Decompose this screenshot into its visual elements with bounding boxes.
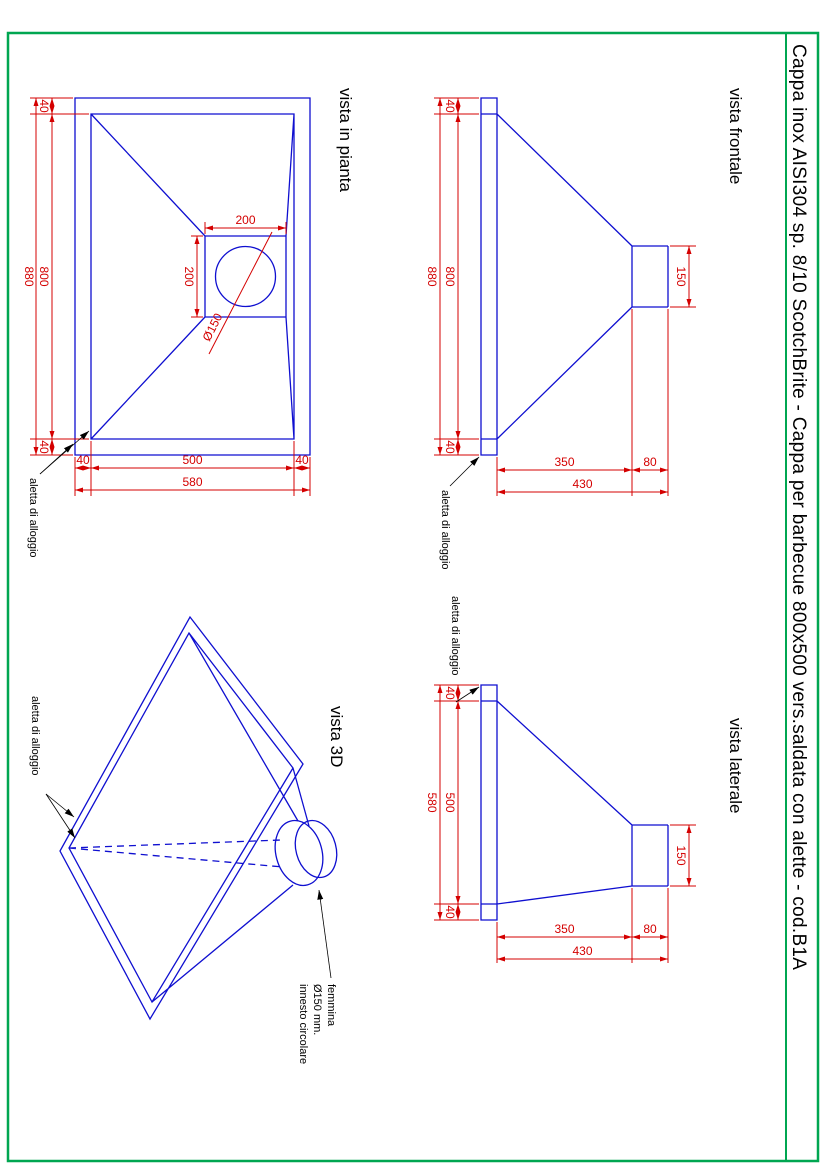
side-dim-labels: 40 500 40 580 350 80 430 150 — [425, 686, 688, 958]
three-d-note-text: aletta di alloggio — [29, 696, 41, 776]
connector-note-leader — [317, 889, 332, 979]
side-view: 40 500 40 580 350 80 430 150 vista later… — [425, 596, 745, 963]
sheet-frame — [6, 31, 820, 1163]
plan-view-label: vista in pianta — [336, 88, 355, 192]
side-dim-text-350: 350 — [554, 922, 574, 936]
three-d-hidden-edges — [68, 839, 284, 868]
plan-dim-text-200-left: 200 — [182, 266, 196, 286]
plan-dim-text-200-top: 200 — [235, 213, 255, 227]
front-dim-text-150: 150 — [674, 266, 688, 286]
side-dimensions — [434, 684, 696, 963]
front-dim-text-430: 430 — [572, 477, 592, 491]
front-view: 40 800 40 880 350 80 430 150 vista front… — [425, 88, 745, 570]
plan-note-text: aletta di alloggio — [27, 478, 39, 558]
plan-view: 40 800 40 880 40 500 40 580 200 200 Ø150… — [22, 88, 355, 558]
front-dim-text-350: 350 — [554, 455, 574, 469]
front-dim-text-40-top: 40 — [443, 99, 457, 113]
plan-dim-text-40-right: 40 — [295, 453, 309, 467]
side-dim-text-580: 580 — [425, 792, 439, 812]
plan-outline — [74, 97, 311, 456]
three-d-view: vista 3D aletta di alloggio innesto circ… — [29, 615, 346, 1064]
three-d-view-label: vista 3D — [327, 706, 346, 767]
side-dim-text-40-bottom: 40 — [443, 905, 457, 919]
plan-dim-text-40-left: 40 — [76, 453, 90, 467]
front-view-label: vista frontale — [726, 88, 745, 184]
front-dim-text-880: 880 — [425, 266, 439, 286]
plan-dim-text-500: 500 — [182, 453, 202, 467]
connector-note-line2: Ø150 mm. — [311, 984, 323, 1035]
three-d-geometry — [59, 615, 338, 1021]
plan-dim-text-dia150: Ø150 — [200, 311, 226, 344]
side-note-leader — [455, 686, 480, 703]
three-d-note-group: aletta di alloggio — [29, 696, 76, 839]
front-dim-text-80: 80 — [643, 455, 657, 469]
side-note-group: aletta di alloggio — [449, 596, 480, 703]
side-note-text: aletta di alloggio — [449, 596, 461, 676]
side-dim-text-430: 430 — [572, 944, 592, 958]
side-dim-text-500: 500 — [443, 792, 457, 812]
side-dim-text-150: 150 — [674, 845, 688, 865]
connector-note-line3: femmina — [325, 984, 337, 1027]
front-dim-text-800: 800 — [443, 266, 457, 286]
front-note-text: aletta di alloggio — [439, 490, 451, 570]
plan-dim-text-40-top: 40 — [37, 99, 51, 113]
page-border — [6, 31, 820, 1163]
front-geometry — [480, 97, 669, 456]
front-extension-lines — [434, 97, 696, 496]
plan-dim-text-40-bottom: 40 — [37, 440, 51, 454]
plan-dia-leader-line — [208, 231, 273, 355]
plan-note-leader-2 — [39, 430, 90, 475]
side-dim-text-40-top: 40 — [443, 686, 457, 700]
plan-duct-hole — [214, 245, 277, 308]
front-dim-labels: 40 800 40 880 350 80 430 150 — [425, 99, 688, 491]
three-d-solid-edges — [59, 615, 310, 1021]
title-block-text: Cappa inox AISI304 sp. 8/10 ScotchBrite … — [788, 44, 809, 970]
connector-note-line1: innesto circolare — [297, 984, 309, 1064]
three-d-collar-ring-inner — [294, 819, 338, 879]
three-d-note-leader-2 — [45, 793, 76, 839]
side-view-label: vista laterale — [726, 718, 745, 813]
side-extension-lines — [434, 684, 696, 963]
plan-dim-labels: 40 800 40 880 40 500 40 580 200 200 Ø150 — [22, 99, 309, 489]
plan-note-group: aletta di alloggio — [27, 430, 90, 558]
three-d-note-leader-1 — [45, 793, 75, 818]
side-outline — [480, 684, 669, 921]
plan-geometry — [74, 97, 311, 456]
front-note-group: aletta di alloggio — [439, 456, 480, 570]
three-d-collar-ring-outer — [274, 819, 324, 887]
plan-dimensions — [30, 97, 311, 496]
plan-dim-text-800: 800 — [37, 266, 51, 286]
side-dim-text-80: 80 — [643, 922, 657, 936]
front-note-leader — [449, 456, 480, 487]
plan-dim-text-880: 880 — [22, 266, 36, 286]
front-dimensions — [434, 97, 696, 496]
front-outline — [480, 97, 669, 456]
plan-dim-text-580: 580 — [182, 475, 202, 489]
side-geometry — [480, 684, 669, 921]
connector-note-group: innesto circolare Ø150 mm. femmina — [297, 889, 337, 1064]
front-dim-text-40-bottom: 40 — [443, 440, 457, 454]
